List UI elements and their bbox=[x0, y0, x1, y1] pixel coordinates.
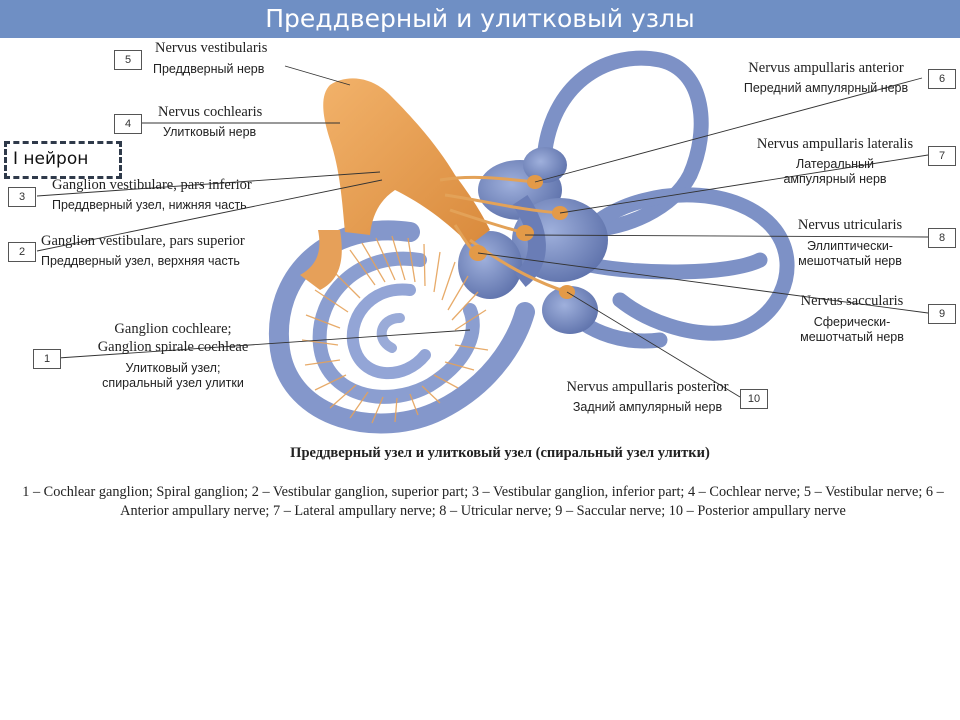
label-6-russian: Передний ампулярный нерв bbox=[743, 81, 909, 95]
label-10-russian: Задний ампулярный нерв bbox=[572, 400, 723, 414]
label-3-number: 3 bbox=[8, 187, 36, 207]
label-4-number: 4 bbox=[114, 114, 142, 134]
label-10-number: 10 bbox=[740, 389, 768, 409]
label-1-russian-a: Улитковый узел; bbox=[125, 361, 221, 375]
cochlea-spiral bbox=[268, 220, 535, 434]
label-1-number: 1 bbox=[33, 349, 61, 369]
label-4-latin: Nervus cochlearis bbox=[158, 104, 263, 120]
label-1-russian-b: спиральный узел улитки bbox=[102, 376, 244, 390]
leader-lines bbox=[36, 65, 929, 398]
posterior-canal-arm bbox=[582, 252, 768, 280]
lateral-canal bbox=[592, 187, 795, 341]
label-2-latin: Ganglion vestibulare, pars superior bbox=[41, 233, 245, 249]
label-10-latin: Nervus ampullaris posterior bbox=[566, 379, 729, 395]
label-8-russian-b: мешотчатый нерв bbox=[798, 254, 902, 268]
nerve-trunks bbox=[300, 78, 490, 290]
label-3-russian: Преддверный узел, нижняя часть bbox=[52, 198, 247, 212]
label-8-number: 8 bbox=[928, 228, 956, 248]
label-9-latin: Nervus saccularis bbox=[800, 293, 904, 309]
label-7-number: 7 bbox=[928, 146, 956, 166]
figure-legend: 1 – Cochlear ganglion; Spiral ganglion; … bbox=[22, 484, 944, 519]
label-3-latin: Ganglion vestibulare, pars inferior bbox=[52, 177, 252, 193]
figure-caption: Преддверный узел и улитковый узел (спира… bbox=[290, 445, 710, 461]
label-8-latin: Nervus utricularis bbox=[797, 217, 903, 233]
first-neuron-highlight: I нейрон bbox=[4, 141, 122, 179]
label-9-russian-b: мешотчатый нерв bbox=[800, 330, 904, 344]
label-5-number: 5 bbox=[114, 50, 142, 70]
label-6-latin: Nervus ampullaris anterior bbox=[748, 60, 904, 76]
label-9-number: 9 bbox=[928, 304, 956, 324]
label-8-russian-a: Эллиптически- bbox=[807, 239, 893, 253]
label-5-latin: Nervus vestibularis bbox=[155, 40, 268, 56]
spiral-ganglion-fibers bbox=[301, 235, 489, 424]
vestibule bbox=[458, 147, 608, 334]
label-9-russian-a: Сферически- bbox=[813, 315, 891, 329]
label-5-russian: Преддверный нерв bbox=[153, 62, 265, 76]
label-7-russian-b: ампулярный нерв bbox=[783, 172, 887, 186]
title-bar: Преддверный и улитковый узлы bbox=[0, 0, 960, 38]
label-1-latin-a: Ganglion cochleare; bbox=[114, 321, 232, 337]
label-6-number: 6 bbox=[928, 69, 956, 89]
label-7-latin: Nervus ampullaris lateralis bbox=[756, 136, 914, 152]
label-7-russian-a: Латеральный bbox=[796, 157, 874, 171]
anterior-canal bbox=[537, 50, 709, 238]
label-2-number: 2 bbox=[8, 242, 36, 262]
ganglion-bulges bbox=[469, 175, 575, 299]
label-4-russian: Улитковый нерв bbox=[163, 125, 257, 139]
label-1-latin-b: Ganglion spirale cochleae bbox=[97, 339, 249, 355]
slide-title: Преддверный и улитковый узлы bbox=[265, 4, 695, 33]
label-2-russian: Преддверный узел, верхняя часть bbox=[41, 254, 240, 268]
